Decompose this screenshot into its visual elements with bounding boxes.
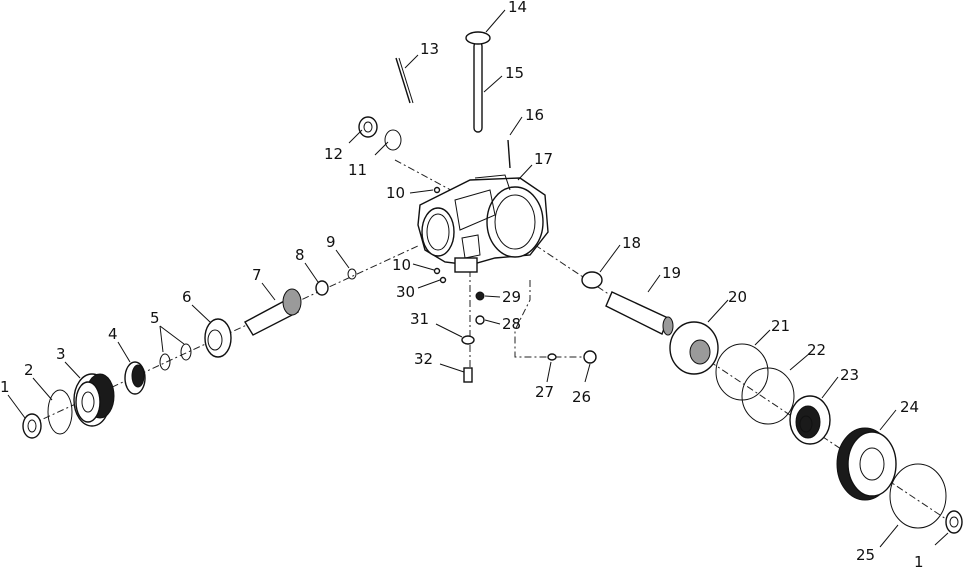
callout-18: 18 — [622, 234, 641, 252]
callout-11: 11 — [348, 161, 367, 179]
callout-17: 17 — [534, 150, 553, 168]
callout-8: 8 — [295, 246, 305, 264]
callout-1-left: 1 — [0, 378, 10, 396]
gearcase-housing — [417, 174, 549, 273]
right-shaft-parts — [581, 271, 963, 534]
callout-3: 3 — [56, 345, 66, 363]
callout-29: 29 — [502, 288, 521, 306]
callout-24: 24 — [900, 398, 919, 416]
callout-14: 14 — [508, 0, 527, 16]
callout-5: 5 — [150, 309, 160, 327]
top-parts — [358, 31, 511, 284]
callout-labels: 1 2 3 4 5 6 7 8 9 10 10 11 12 13 14 15 1… — [0, 0, 924, 571]
bottom-small-parts — [461, 291, 597, 383]
callout-2: 2 — [24, 361, 34, 379]
callout-27: 27 — [535, 383, 554, 401]
callout-31: 31 — [410, 310, 429, 328]
callout-21: 21 — [771, 317, 790, 335]
callout-16: 16 — [525, 106, 544, 124]
callout-10-upper: 10 — [386, 184, 405, 202]
callout-32: 32 — [414, 350, 433, 368]
callout-28: 28 — [502, 315, 521, 333]
callout-19: 19 — [662, 264, 681, 282]
callout-25: 25 — [856, 546, 875, 564]
left-shaft-parts — [22, 268, 357, 439]
callout-30: 30 — [396, 283, 415, 301]
callout-26: 26 — [572, 388, 591, 406]
callout-12: 12 — [324, 145, 343, 163]
callout-1-right: 1 — [914, 553, 924, 571]
callout-6: 6 — [182, 288, 192, 306]
callout-22: 22 — [807, 341, 826, 359]
callout-13: 13 — [420, 40, 439, 58]
callout-20: 20 — [728, 288, 747, 306]
callout-4: 4 — [108, 325, 118, 343]
callout-7: 7 — [252, 266, 262, 284]
leader-lines — [7, 9, 949, 548]
callout-23: 23 — [840, 366, 859, 384]
callout-9: 9 — [326, 233, 336, 251]
callout-15: 15 — [505, 64, 524, 82]
callout-10-lower: 10 — [392, 256, 411, 274]
